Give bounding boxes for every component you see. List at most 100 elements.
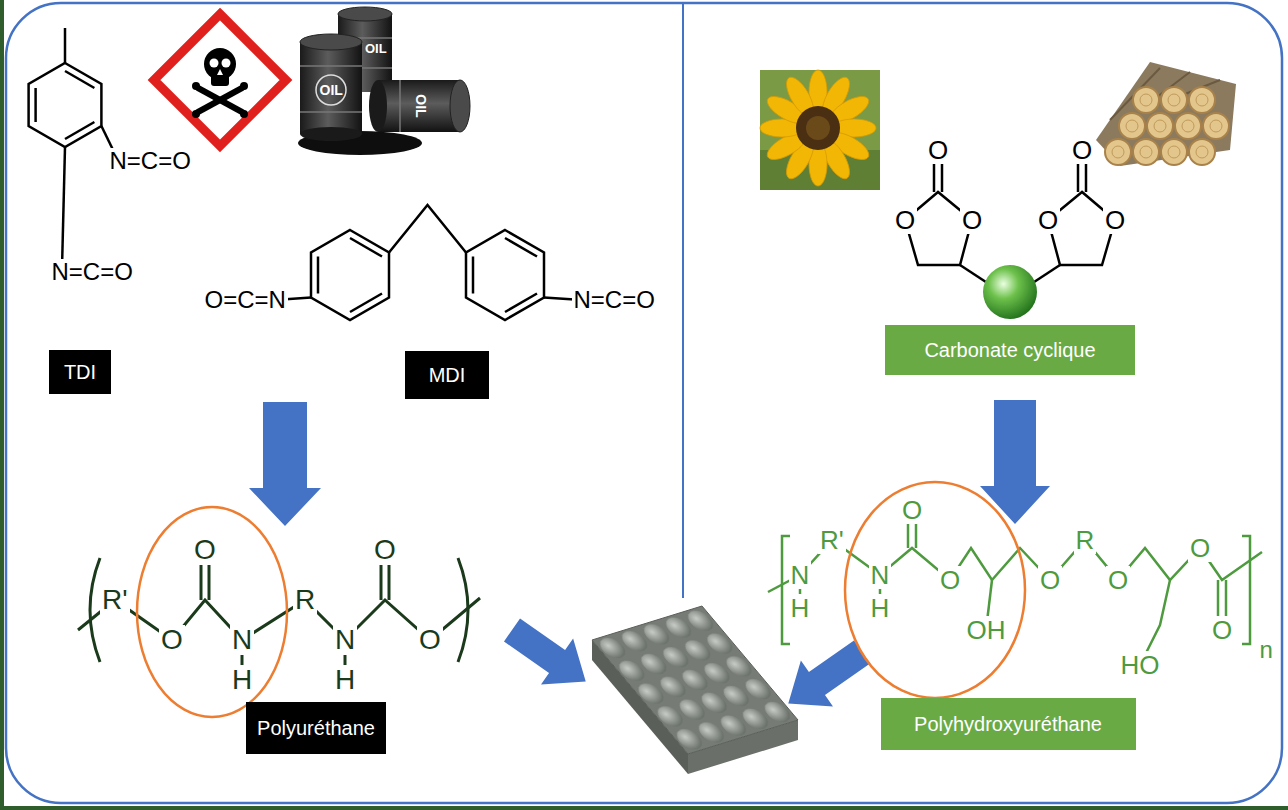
polyhydroxyurethane-structure	[782, 536, 790, 644]
monomer-label-box: Carbonate cyclique	[885, 325, 1135, 375]
atom-label: O	[192, 535, 218, 565]
isocyanate-group: N=C=O	[50, 259, 135, 285]
atom-label: R'	[818, 526, 846, 554]
atom-label: R'	[100, 585, 130, 615]
atom-label: H	[789, 594, 812, 622]
hazard-symbol	[217, 69, 223, 75]
atom-label: R	[1074, 526, 1097, 554]
box-label: Polyhydroxyuréthane	[914, 712, 1102, 736]
wood-logs	[1096, 62, 1236, 166]
atom-label: O	[1070, 136, 1094, 164]
mdi-structure	[389, 205, 466, 253]
page-frame	[6, 3, 1282, 803]
hazard-symbol	[198, 88, 242, 112]
sunflower-photo	[760, 70, 880, 190]
atom-label: O	[1038, 566, 1062, 594]
oil-barrels	[298, 7, 470, 155]
monomer-label-box: MDI	[405, 351, 489, 399]
mdi-structure	[350, 238, 382, 257]
wood-logs	[1168, 146, 1180, 158]
atom-label: O	[372, 535, 398, 565]
tdi-structure	[29, 63, 102, 147]
wood-logs	[1210, 120, 1222, 132]
box-label: Polyuréthane	[257, 716, 375, 740]
wood-logs	[1119, 113, 1145, 139]
hazard-symbol	[192, 110, 200, 118]
wood-logs	[1112, 94, 1222, 158]
wood-logs	[1203, 113, 1229, 139]
atom-label: HO	[1119, 651, 1162, 679]
wood-logs	[1105, 87, 1229, 165]
atom-label: H	[869, 594, 892, 622]
wood-logs	[1133, 87, 1159, 113]
atom-label: O	[1106, 566, 1130, 594]
wood-logs	[1161, 87, 1187, 113]
oil-barrels	[399, 80, 401, 132]
page-frame	[0, 806, 1288, 810]
wood-logs	[1112, 146, 1124, 158]
wood-logs	[1140, 94, 1152, 106]
oil-barrels	[316, 75, 346, 105]
wood-logs	[1126, 120, 1138, 132]
wood-logs	[1140, 146, 1152, 158]
mdi-structure	[505, 294, 537, 313]
repeat-index: n	[1258, 637, 1275, 663]
mdi-structure	[472, 257, 475, 294]
atom-label: H	[230, 665, 254, 695]
mdi-structure	[350, 294, 382, 313]
oil-barrels	[369, 80, 387, 132]
atom-label: N	[869, 561, 892, 589]
oil-barrels	[300, 34, 362, 50]
atom-label: N	[333, 625, 357, 655]
tdi-structure	[34, 88, 37, 122]
barrel-text: OIL	[412, 92, 428, 119]
atom-label: N	[230, 625, 254, 655]
wood-logs	[1096, 62, 1236, 166]
wood-logs	[1196, 146, 1208, 158]
oil-barrels	[450, 80, 470, 132]
wood-logs	[1168, 94, 1180, 106]
tdi-structure	[65, 71, 94, 88]
barrel-text: OIL	[318, 82, 345, 98]
oil-barrels	[300, 127, 362, 141]
atom-label: OH	[965, 616, 1008, 644]
oil-barrels	[338, 7, 392, 21]
atom-label: O	[938, 566, 962, 594]
wood-logs	[1196, 94, 1208, 106]
hazard-symbol	[192, 82, 200, 90]
barrel-text: OIL	[363, 41, 389, 56]
monomer-label-box: TDI	[49, 350, 111, 394]
mdi-structure	[317, 257, 320, 294]
sunflower-photo	[760, 70, 880, 190]
foam-photo	[592, 606, 798, 754]
atom-label: O	[1036, 206, 1060, 234]
atom-label: O	[893, 206, 917, 234]
mdi-structure	[275, 205, 582, 320]
isocyanate-group: N=C=O	[572, 287, 657, 313]
sunflower-photo	[796, 106, 840, 150]
atom-label: O	[159, 625, 185, 655]
page-frame	[0, 0, 4, 810]
hazard-symbol	[240, 82, 248, 90]
hazard-symbol	[198, 88, 242, 112]
atom-label: O	[960, 206, 984, 234]
process-arrows	[496, 607, 602, 704]
polymer-label-box: Polyhydroxyuréthane	[881, 698, 1136, 750]
urethane-highlight	[845, 482, 1025, 698]
process-arrows	[249, 402, 321, 526]
atom-label: O	[1103, 206, 1127, 234]
tdi-structure	[65, 122, 94, 139]
atom-label: O	[1188, 534, 1212, 562]
hazard-symbol	[154, 14, 286, 146]
urethane-highlight	[137, 507, 287, 717]
page-frame	[682, 3, 684, 598]
mdi-structure	[505, 238, 537, 257]
wood-logs	[1105, 139, 1131, 165]
mdi-structure	[311, 230, 389, 320]
atom-label: O	[1210, 616, 1234, 644]
wood-logs	[1189, 87, 1215, 113]
tdi-structure	[29, 28, 116, 268]
atom-label: O	[926, 136, 950, 164]
box-label: MDI	[429, 363, 466, 387]
